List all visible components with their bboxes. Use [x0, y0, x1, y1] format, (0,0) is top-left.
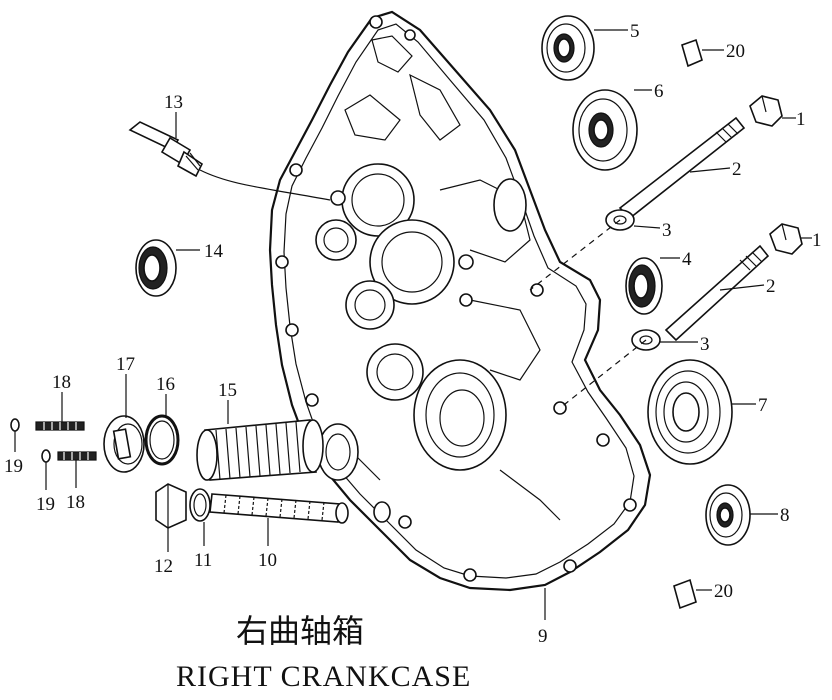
callout-17: 17 — [116, 354, 135, 375]
callout-2-upper: 2 — [732, 159, 742, 180]
callout-15: 15 — [218, 380, 237, 401]
callout-20-upper: 20 — [726, 41, 745, 62]
part-5-bearing — [541, 15, 595, 81]
callout-3-lower: 3 — [700, 334, 710, 355]
part-14-oil-seal — [135, 239, 177, 297]
part-8-bearing — [705, 484, 751, 546]
part-12-drain-plug — [155, 483, 187, 529]
leader-lines — [14, 29, 812, 620]
callout-13: 13 — [164, 92, 183, 113]
callout-1-lower: 1 — [812, 230, 822, 251]
callout-18-upper: 18 — [52, 372, 71, 393]
part-19-washer-upper — [10, 418, 20, 432]
callout-11: 11 — [194, 550, 212, 571]
part-10-strainer — [209, 493, 349, 524]
callout-16: 16 — [156, 374, 175, 395]
callout-10: 10 — [258, 550, 277, 571]
part-2-stud-lower — [664, 244, 770, 342]
part-18-bolt-lower — [57, 451, 97, 461]
assembly-dash-lines — [529, 219, 647, 409]
callout-19-lower: 19 — [36, 494, 55, 515]
part-1-nut-upper — [749, 95, 783, 127]
callout-3-upper: 3 — [662, 220, 672, 241]
callout-14: 14 — [204, 241, 224, 262]
part-19-washer-lower — [41, 449, 51, 463]
part-16-o-ring — [144, 414, 180, 466]
part-18-bolt-upper — [35, 421, 85, 431]
callout-19-upper: 19 — [4, 456, 23, 477]
callout-5: 5 — [630, 21, 640, 42]
callout-20-lower: 20 — [714, 581, 733, 602]
part-7-bearing — [647, 359, 733, 465]
callout-18-lower: 18 — [66, 492, 85, 513]
callout-6: 6 — [654, 81, 664, 102]
callout-12: 12 — [154, 556, 173, 577]
part-20-dowel-bottom — [673, 578, 697, 610]
part-4-oil-seal — [625, 257, 663, 315]
callout-7: 7 — [758, 395, 768, 416]
part-20-dowel-top — [681, 38, 703, 68]
title-english: RIGHT CRANKCASE — [176, 660, 471, 693]
callout-8: 8 — [780, 505, 790, 526]
title-chinese: 右曲轴箱 — [236, 612, 364, 650]
part-13-oil-bolt — [128, 121, 331, 201]
callout-9: 9 — [538, 626, 548, 647]
part-11-o-ring — [189, 488, 211, 522]
part-1-nut-lower — [769, 223, 803, 255]
part-6-bearing — [572, 89, 638, 171]
part-15-oil-filter — [196, 419, 324, 481]
part-17-filter-cap — [103, 415, 145, 473]
callout-1-upper: 1 — [796, 109, 806, 130]
callout-labels: 1 1 2 2 3 3 4 5 6 7 8 9 10 11 12 13 14 1… — [4, 21, 822, 647]
callout-2-lower: 2 — [766, 276, 776, 297]
callout-4: 4 — [682, 249, 692, 270]
crankcase-body — [268, 10, 652, 592]
